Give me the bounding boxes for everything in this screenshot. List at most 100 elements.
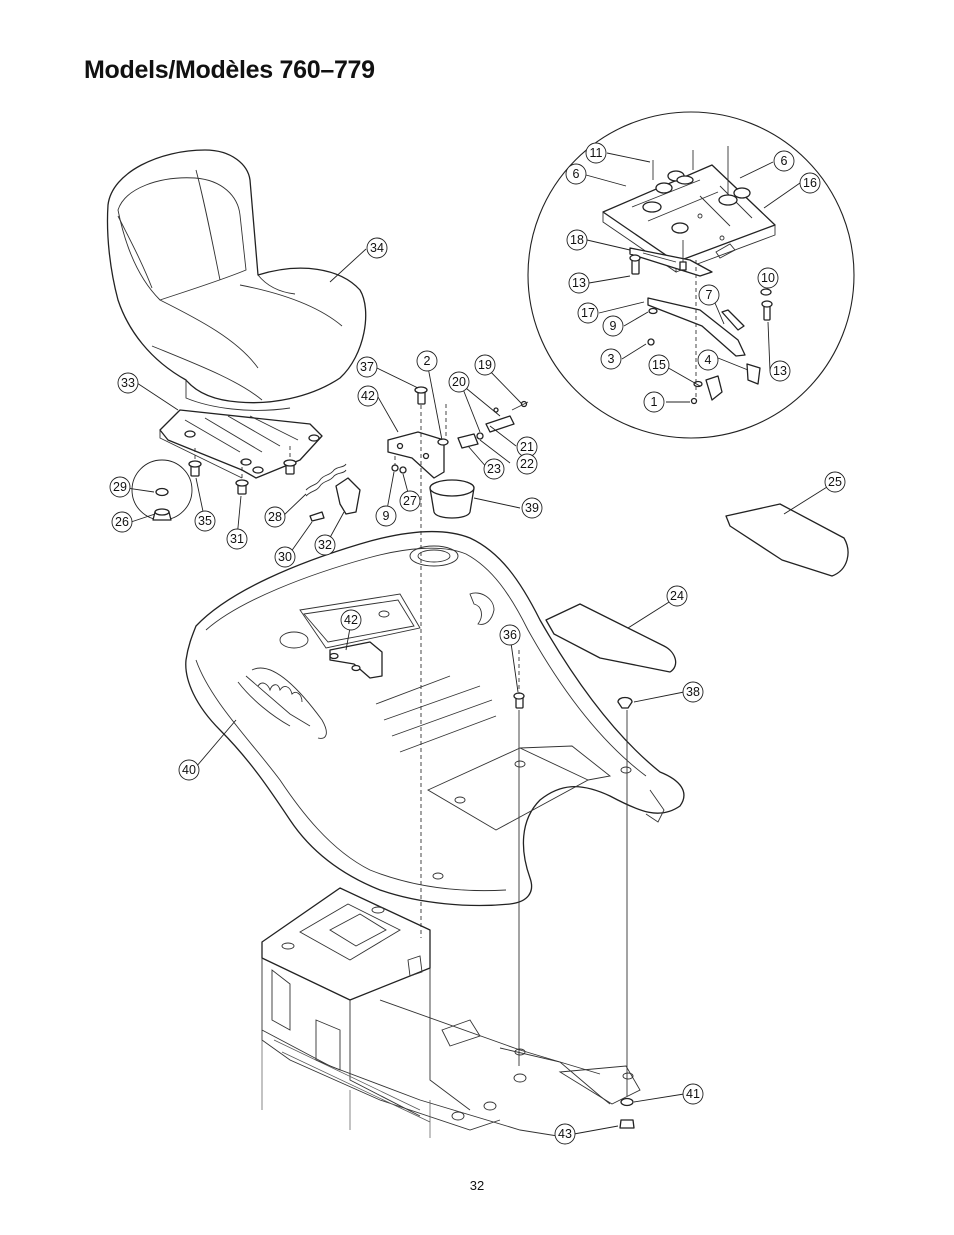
callout-3: 3	[600, 348, 622, 370]
callout-label: 39	[525, 501, 539, 515]
callout-label: 16	[803, 176, 817, 190]
callout-label: 4	[705, 353, 712, 367]
seat-pan	[159, 409, 323, 479]
callout-4: 4	[697, 349, 719, 371]
callout-22: 22	[516, 453, 538, 475]
assembly-lines	[394, 404, 628, 1096]
callout-25: 25	[824, 471, 846, 493]
callout-20: 20	[448, 371, 470, 393]
callout-9-detail: 9	[602, 315, 624, 337]
callout-label: 43	[558, 1127, 572, 1141]
callout-label: 13	[572, 276, 586, 290]
fender-hardware	[513, 692, 635, 1129]
callout-label: 17	[581, 306, 595, 320]
callout-label: 9	[610, 319, 617, 333]
callout-9-main: 9	[375, 505, 397, 527]
callout-10: 10	[757, 267, 779, 289]
callout-18: 18	[566, 229, 588, 251]
page-title: Models/Modèles 760–779	[84, 56, 375, 84]
callout-19: 19	[474, 354, 496, 376]
callout-label: 13	[773, 364, 787, 378]
callout-label: 40	[182, 763, 196, 777]
callout-34: 34	[366, 237, 388, 259]
seat	[106, 149, 367, 411]
callout-23: 23	[483, 458, 505, 480]
callout-label: 30	[278, 550, 292, 564]
callout-15: 15	[648, 354, 670, 376]
callout-42-upper: 42	[357, 385, 379, 407]
callout-42-lower: 42	[340, 609, 362, 631]
callout-24: 24	[666, 585, 688, 607]
callout-26: 26	[111, 511, 133, 533]
callout-36: 36	[499, 624, 521, 646]
callout-label: 26	[115, 515, 129, 529]
callout-label: 42	[361, 389, 375, 403]
callout-32: 32	[314, 534, 336, 556]
callout-label: 36	[503, 628, 517, 642]
callout-40: 40	[178, 759, 200, 781]
callout-label: 35	[198, 514, 212, 528]
callout-label: 22	[520, 457, 534, 471]
callout-label: 20	[452, 375, 466, 389]
callout-label: 6	[573, 167, 580, 181]
callout-41: 41	[682, 1083, 704, 1105]
callout-13-right: 13	[769, 360, 791, 382]
callout-16: 16	[799, 172, 821, 194]
callout-label: 42	[344, 613, 358, 627]
callout-6-right: 6	[773, 150, 795, 172]
callout-label: 37	[360, 360, 374, 374]
callout-11: 11	[585, 142, 607, 164]
callout-label: 2	[424, 354, 431, 368]
callout-7: 7	[698, 284, 720, 306]
callout-35: 35	[194, 510, 216, 532]
cup-holder	[429, 479, 475, 519]
callout-29: 29	[109, 476, 131, 498]
callout-6-left: 6	[565, 163, 587, 185]
callout-label: 10	[761, 271, 775, 285]
callout-label: 7	[706, 288, 713, 302]
callout-label: 32	[318, 538, 332, 552]
page-number: 32	[469, 1178, 485, 1193]
callout-label: 31	[230, 532, 244, 546]
callout-label: 21	[520, 440, 534, 454]
callout-30: 30	[274, 546, 296, 568]
callout-2: 2	[416, 350, 438, 372]
callout-13-left: 13	[568, 272, 590, 294]
callout-label: 24	[670, 589, 684, 603]
callout-38: 38	[682, 681, 704, 703]
leader-lines	[119, 152, 836, 1135]
callout-label: 28	[268, 510, 282, 524]
callout-label: 9	[383, 509, 390, 523]
callout-label: 23	[487, 462, 501, 476]
seat-hardware	[131, 446, 407, 522]
frame	[261, 887, 641, 1139]
callout-37: 37	[356, 356, 378, 378]
callout-label: 15	[652, 358, 666, 372]
callout-21: 21	[516, 436, 538, 458]
fender-body	[185, 530, 685, 907]
hinge-bracket	[387, 386, 529, 479]
callout-43: 43	[554, 1123, 576, 1145]
callout-label: 25	[828, 475, 842, 489]
callout-1: 1	[643, 391, 665, 413]
callout-label: 19	[478, 358, 492, 372]
callout-label: 29	[113, 480, 127, 494]
callout-label: 1	[651, 395, 658, 409]
callout-label: 18	[570, 233, 584, 247]
callout-label: 11	[590, 146, 603, 160]
callout-39: 39	[521, 497, 543, 519]
callout-27: 27	[399, 490, 421, 512]
callout-label: 38	[686, 685, 700, 699]
callout-33: 33	[117, 372, 139, 394]
callout-label: 27	[403, 494, 417, 508]
callout-17: 17	[577, 302, 599, 324]
callout-28: 28	[264, 506, 286, 528]
callout-label: 6	[781, 154, 788, 168]
callout-31: 31	[226, 528, 248, 550]
callout-label: 3	[608, 352, 615, 366]
callout-label: 33	[121, 376, 135, 390]
floor-pads	[545, 503, 849, 673]
callout-label: 41	[686, 1087, 700, 1101]
callout-label: 34	[370, 241, 384, 255]
